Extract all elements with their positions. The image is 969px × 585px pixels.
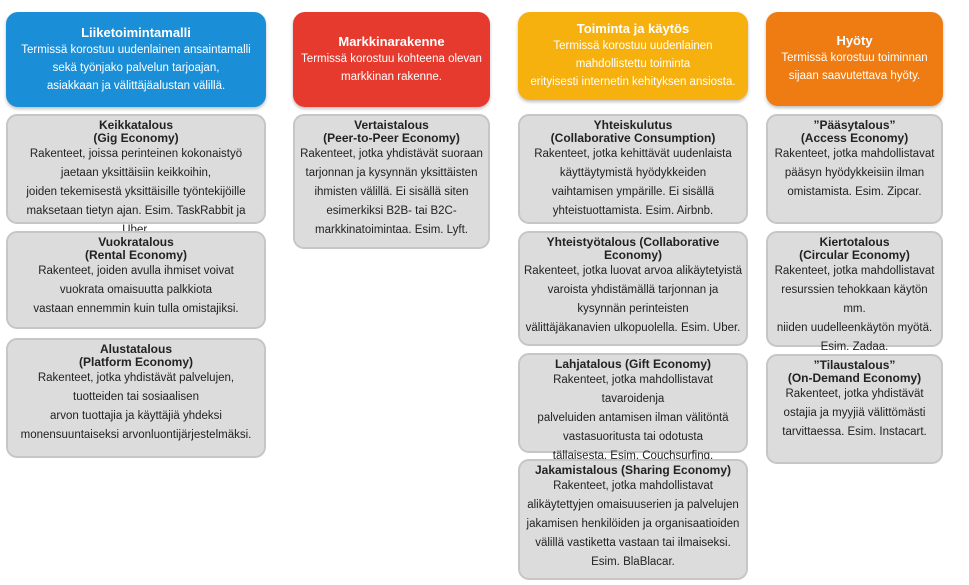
- card-description: Rakenteet, joissa perinteinen kokonaisty…: [26, 148, 246, 236]
- card-description: Rakenteet, jotka kehittävät uudenlaista …: [534, 148, 732, 217]
- card-title: ”Tilaustalous” (On-Demand Economy): [787, 358, 922, 385]
- header-activity-behaviour: Toiminta ja käytös Termissä korostuu uud…: [518, 12, 748, 100]
- header-description: Termissä korostuu toiminnan sijaan saavu…: [781, 52, 928, 82]
- card-title: Lahjatalous (Gift Economy): [554, 357, 711, 371]
- card-title: Keikkatalous (Gig Economy): [93, 118, 179, 145]
- header-benefit: Hyöty Termissä korostuu toiminnan sijaan…: [766, 12, 943, 106]
- header-title: Markkinarakenne: [338, 33, 445, 49]
- card-peer-to-peer-economy: Vertaistalous (Peer-to-Peer Economy) Rak…: [293, 114, 490, 249]
- card-description: Rakenteet, jotka mahdollistavat alikäyte…: [526, 480, 740, 568]
- card-description: Rakenteet, jotka yhdistävät ostajia ja m…: [782, 388, 927, 438]
- card-sharing-economy: Jakamistalous (Sharing Economy) Rakentee…: [518, 459, 748, 580]
- card-title: Vertaistalous (Peer-to-Peer Economy): [323, 118, 460, 145]
- card-title: ”Pääsytalous” (Access Economy): [800, 118, 909, 145]
- column-market-structure: Markkinarakenne Termissä korostuu kohtee…: [293, 12, 490, 252]
- column-business-model: Liiketoimintamalli Termissä korostuu uud…: [6, 12, 266, 472]
- header-title: Toiminta ja käytös: [576, 21, 690, 36]
- header-description: Termissä korostuu uudenlainen ansaintama…: [21, 43, 251, 92]
- card-access-economy: ”Pääsytalous” (Access Economy) Rakenteet…: [766, 114, 943, 224]
- header-description: Termissä korostuu kohteena olevan markki…: [301, 52, 482, 83]
- card-description: Rakenteet, jotka mahdollistavat resurssi…: [774, 265, 935, 353]
- card-title: Jakamistalous (Sharing Economy): [534, 463, 732, 477]
- card-title: Vuokratalous (Rental Economy): [84, 235, 187, 262]
- header-title: Hyöty: [836, 33, 873, 48]
- card-description: Rakenteet, jotka luovat arvoa alikäytety…: [524, 265, 742, 334]
- header-business-model: Liiketoimintamalli Termissä korostuu uud…: [6, 12, 266, 107]
- card-description: Rakenteet, jotka mahdollistavat pääsyn h…: [774, 148, 935, 198]
- card-collaborative-economy: Yhteistyötalous (Collaborative Economy) …: [518, 231, 748, 346]
- card-description: Rakenteet, jotka mahdollistavat tavaroid…: [537, 374, 729, 462]
- card-platform-economy: Alustatalous (Platform Economy) Rakentee…: [6, 338, 266, 458]
- card-gift-economy: Lahjatalous (Gift Economy) Rakenteet, jo…: [518, 353, 748, 462]
- card-collaborative-consumption: Yhteiskulutus (Collaborative Consumption…: [518, 114, 748, 224]
- card-description: Rakenteet, jotka yhdistävät suoraan tarj…: [300, 148, 483, 236]
- column-benefit: Hyöty Termissä korostuu toiminnan sijaan…: [766, 12, 943, 464]
- column-activity-behaviour: Toiminta ja käytös Termissä korostuu uud…: [518, 12, 748, 580]
- card-description: Rakenteet, joiden avulla ihmiset voivat …: [33, 265, 239, 315]
- card-on-demand-economy: ”Tilaustalous” (On-Demand Economy) Raken…: [766, 354, 943, 464]
- card-title: Kiertotalous (Circular Economy): [799, 235, 910, 262]
- header-description: Termissä korostuu uudenlainen mahdollist…: [530, 40, 736, 88]
- card-description: Rakenteet, jotka yhdistävät palvelujen, …: [20, 372, 252, 441]
- card-rental-economy: Vuokratalous (Rental Economy) Rakenteet,…: [6, 231, 266, 329]
- card-title: Alustatalous (Platform Economy): [78, 342, 193, 369]
- card-title: Yhteiskulutus (Collaborative Consumption…: [550, 118, 716, 145]
- card-gig-economy: Keikkatalous (Gig Economy) Rakenteet, jo…: [6, 114, 266, 236]
- card-circular-economy: Kiertotalous (Circular Economy) Rakentee…: [766, 231, 943, 353]
- card-title: Yhteistyötalous (Collaborative Economy): [546, 235, 720, 262]
- header-market-structure: Markkinarakenne Termissä korostuu kohtee…: [293, 12, 490, 107]
- header-title: Liiketoimintamalli: [81, 24, 191, 40]
